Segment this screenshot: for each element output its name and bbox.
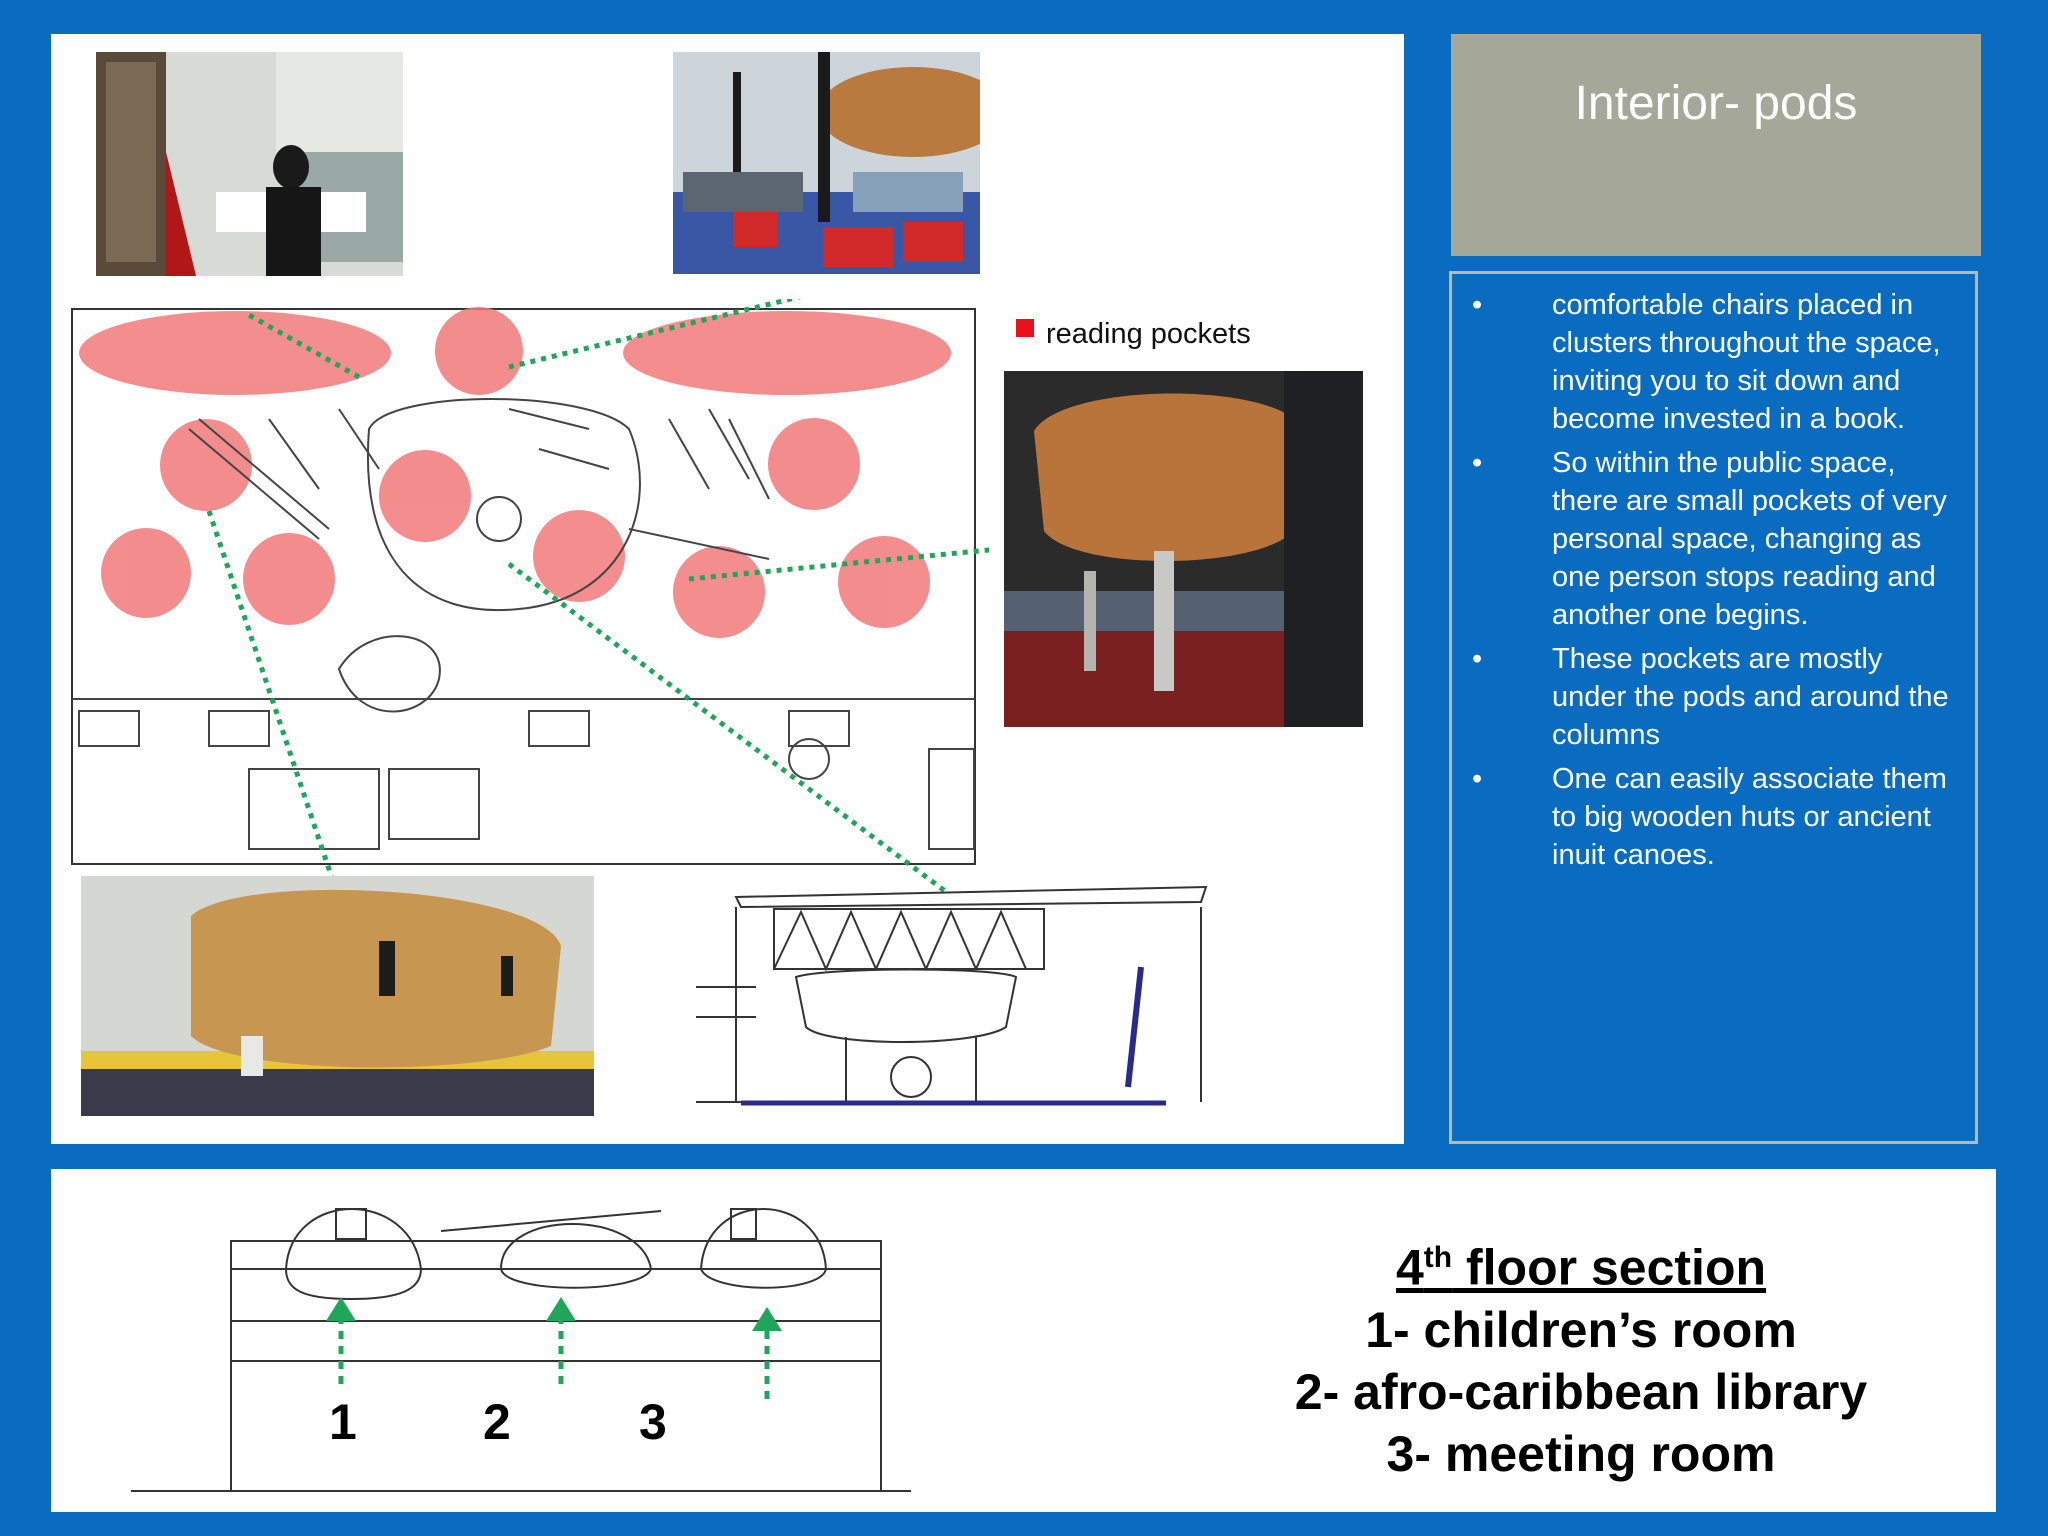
bullet-dot: • bbox=[1472, 447, 1483, 479]
photo-aisle bbox=[96, 52, 403, 276]
floor-plan bbox=[69, 299, 989, 899]
bullet-list: • comfortable chairs placed in clusters t… bbox=[1452, 286, 1975, 874]
heading-num: 4 bbox=[1395, 1239, 1424, 1296]
title-box: Interior- pods bbox=[1451, 34, 1981, 256]
page-title: Interior- pods bbox=[1574, 77, 1858, 130]
bullet-text: comfortable chairs placed in clusters th… bbox=[1552, 289, 1941, 435]
bullet-dot: • bbox=[1472, 643, 1483, 675]
section-number-2: 2 bbox=[483, 1394, 511, 1450]
section-caption: 4th floor section 1- children’s room 2- … bbox=[1231, 1227, 1931, 1485]
bullet-text: These pockets are mostly under the pods … bbox=[1552, 643, 1949, 751]
section-line-2: 2- afro-caribbean library bbox=[1294, 1363, 1868, 1420]
description-box: • comfortable chairs placed in clusters t… bbox=[1449, 271, 1978, 1144]
bullet-item: • One can easily associate them to big w… bbox=[1452, 760, 1975, 874]
bullet-text: So within the public space, there are sm… bbox=[1552, 447, 1947, 631]
section-number-1: 1 bbox=[329, 1394, 357, 1450]
photo-pod-exterior bbox=[81, 876, 594, 1116]
bullet-text: One can easily associate them to big woo… bbox=[1552, 763, 1947, 871]
legend-label: reading pockets bbox=[1046, 318, 1251, 350]
legend: reading pockets bbox=[1016, 318, 1251, 351]
pod-section-drawing bbox=[696, 877, 1256, 1107]
photo-wooden-pod bbox=[1004, 371, 1363, 727]
section-panel: 1 2 3 4th floor section 1- children’s ro… bbox=[51, 1169, 1996, 1512]
bullet-item: • These pockets are mostly under the pods… bbox=[1452, 640, 1975, 754]
heading-rest: floor section bbox=[1452, 1239, 1767, 1296]
legend-swatch bbox=[1016, 318, 1034, 337]
floor-section-drawing bbox=[131, 1208, 911, 1492]
photo-red-chairs bbox=[673, 52, 980, 274]
heading-sup: th bbox=[1423, 1241, 1453, 1274]
bullet-dot: • bbox=[1472, 289, 1483, 321]
bullet-item: • So within the public space, there are s… bbox=[1452, 444, 1975, 634]
section-heading: 4th floor section bbox=[1231, 1227, 1931, 1299]
section-line-3: 3- meeting room bbox=[1386, 1425, 1776, 1482]
section-line-1: 1- children’s room bbox=[1365, 1301, 1797, 1358]
bullet-dot: • bbox=[1472, 763, 1483, 795]
section-number-3: 3 bbox=[639, 1394, 667, 1450]
bullet-item: • comfortable chairs placed in clusters t… bbox=[1452, 286, 1975, 438]
plan-panel: reading pockets bbox=[51, 34, 1404, 1144]
